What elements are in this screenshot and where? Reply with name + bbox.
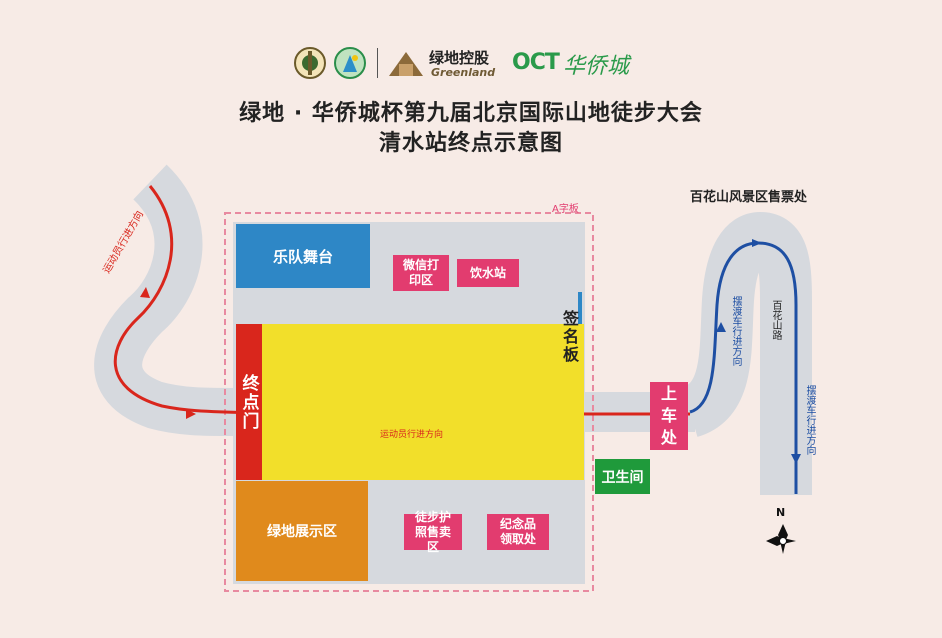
ticket-office-label: 百花山风景区售票处: [690, 190, 808, 205]
page-subtitle: 清水站终点示意图: [378, 131, 563, 156]
greenland-en-logo: Greenland: [431, 66, 496, 79]
finish-gate-zone: 终点门: [236, 324, 262, 480]
organizer-seal-icon: [294, 47, 326, 79]
a-board-label: A字板: [552, 204, 579, 215]
boarding-point-zone: 上车处: [650, 382, 688, 450]
shuttle-down-label: 摆渡车行进方向: [804, 385, 815, 455]
blue-arrow-3: [791, 454, 801, 464]
greenland-cn-logo: 绿地控股: [429, 49, 490, 67]
greenland-exhibit-zone: 绿地展示区: [236, 481, 368, 581]
band-stage-zone: 乐队舞台: [236, 224, 370, 288]
compass-icon: [766, 524, 796, 554]
oct-logo: OCT: [512, 50, 560, 75]
water-station-zone: 饮水站: [457, 259, 519, 287]
red-arrow-1: [140, 287, 150, 298]
hiking-association-logo-icon: [334, 47, 366, 79]
logo-row: 绿地控股 Greenland OCT 华侨城: [0, 42, 942, 90]
shuttle-up-label: 摆渡车行进方向: [730, 296, 741, 366]
souvenir-pickup-zone: 纪念品领取处: [487, 514, 549, 550]
right-road: [680, 211, 812, 495]
athlete-direction-label: 运动员行进方向: [380, 430, 444, 440]
signature-board-label: 签名板: [560, 310, 579, 364]
blue-arrow-2: [752, 239, 762, 247]
mountain-road-label: 百花山路: [770, 300, 781, 340]
site-boundary: [224, 212, 594, 592]
blue-arrow-1: [716, 322, 726, 332]
greenland-house-icon: [389, 52, 423, 76]
blue-route-line: [689, 241, 798, 494]
wechat-print-zone: 微信打印区: [393, 255, 449, 291]
logo-divider: [377, 48, 378, 78]
main-plaza: [260, 324, 584, 480]
red-arrow-2: [186, 409, 196, 419]
page-title: 绿地 · 华侨城杯第九届北京国际山地徒步大会: [239, 101, 703, 126]
oct-cn-logo: 华侨城: [563, 54, 630, 79]
compass-north-label: N: [776, 506, 786, 519]
passport-sales-zone: 徒步护照售卖区: [404, 510, 462, 554]
restroom-zone: 卫生间: [595, 459, 650, 494]
